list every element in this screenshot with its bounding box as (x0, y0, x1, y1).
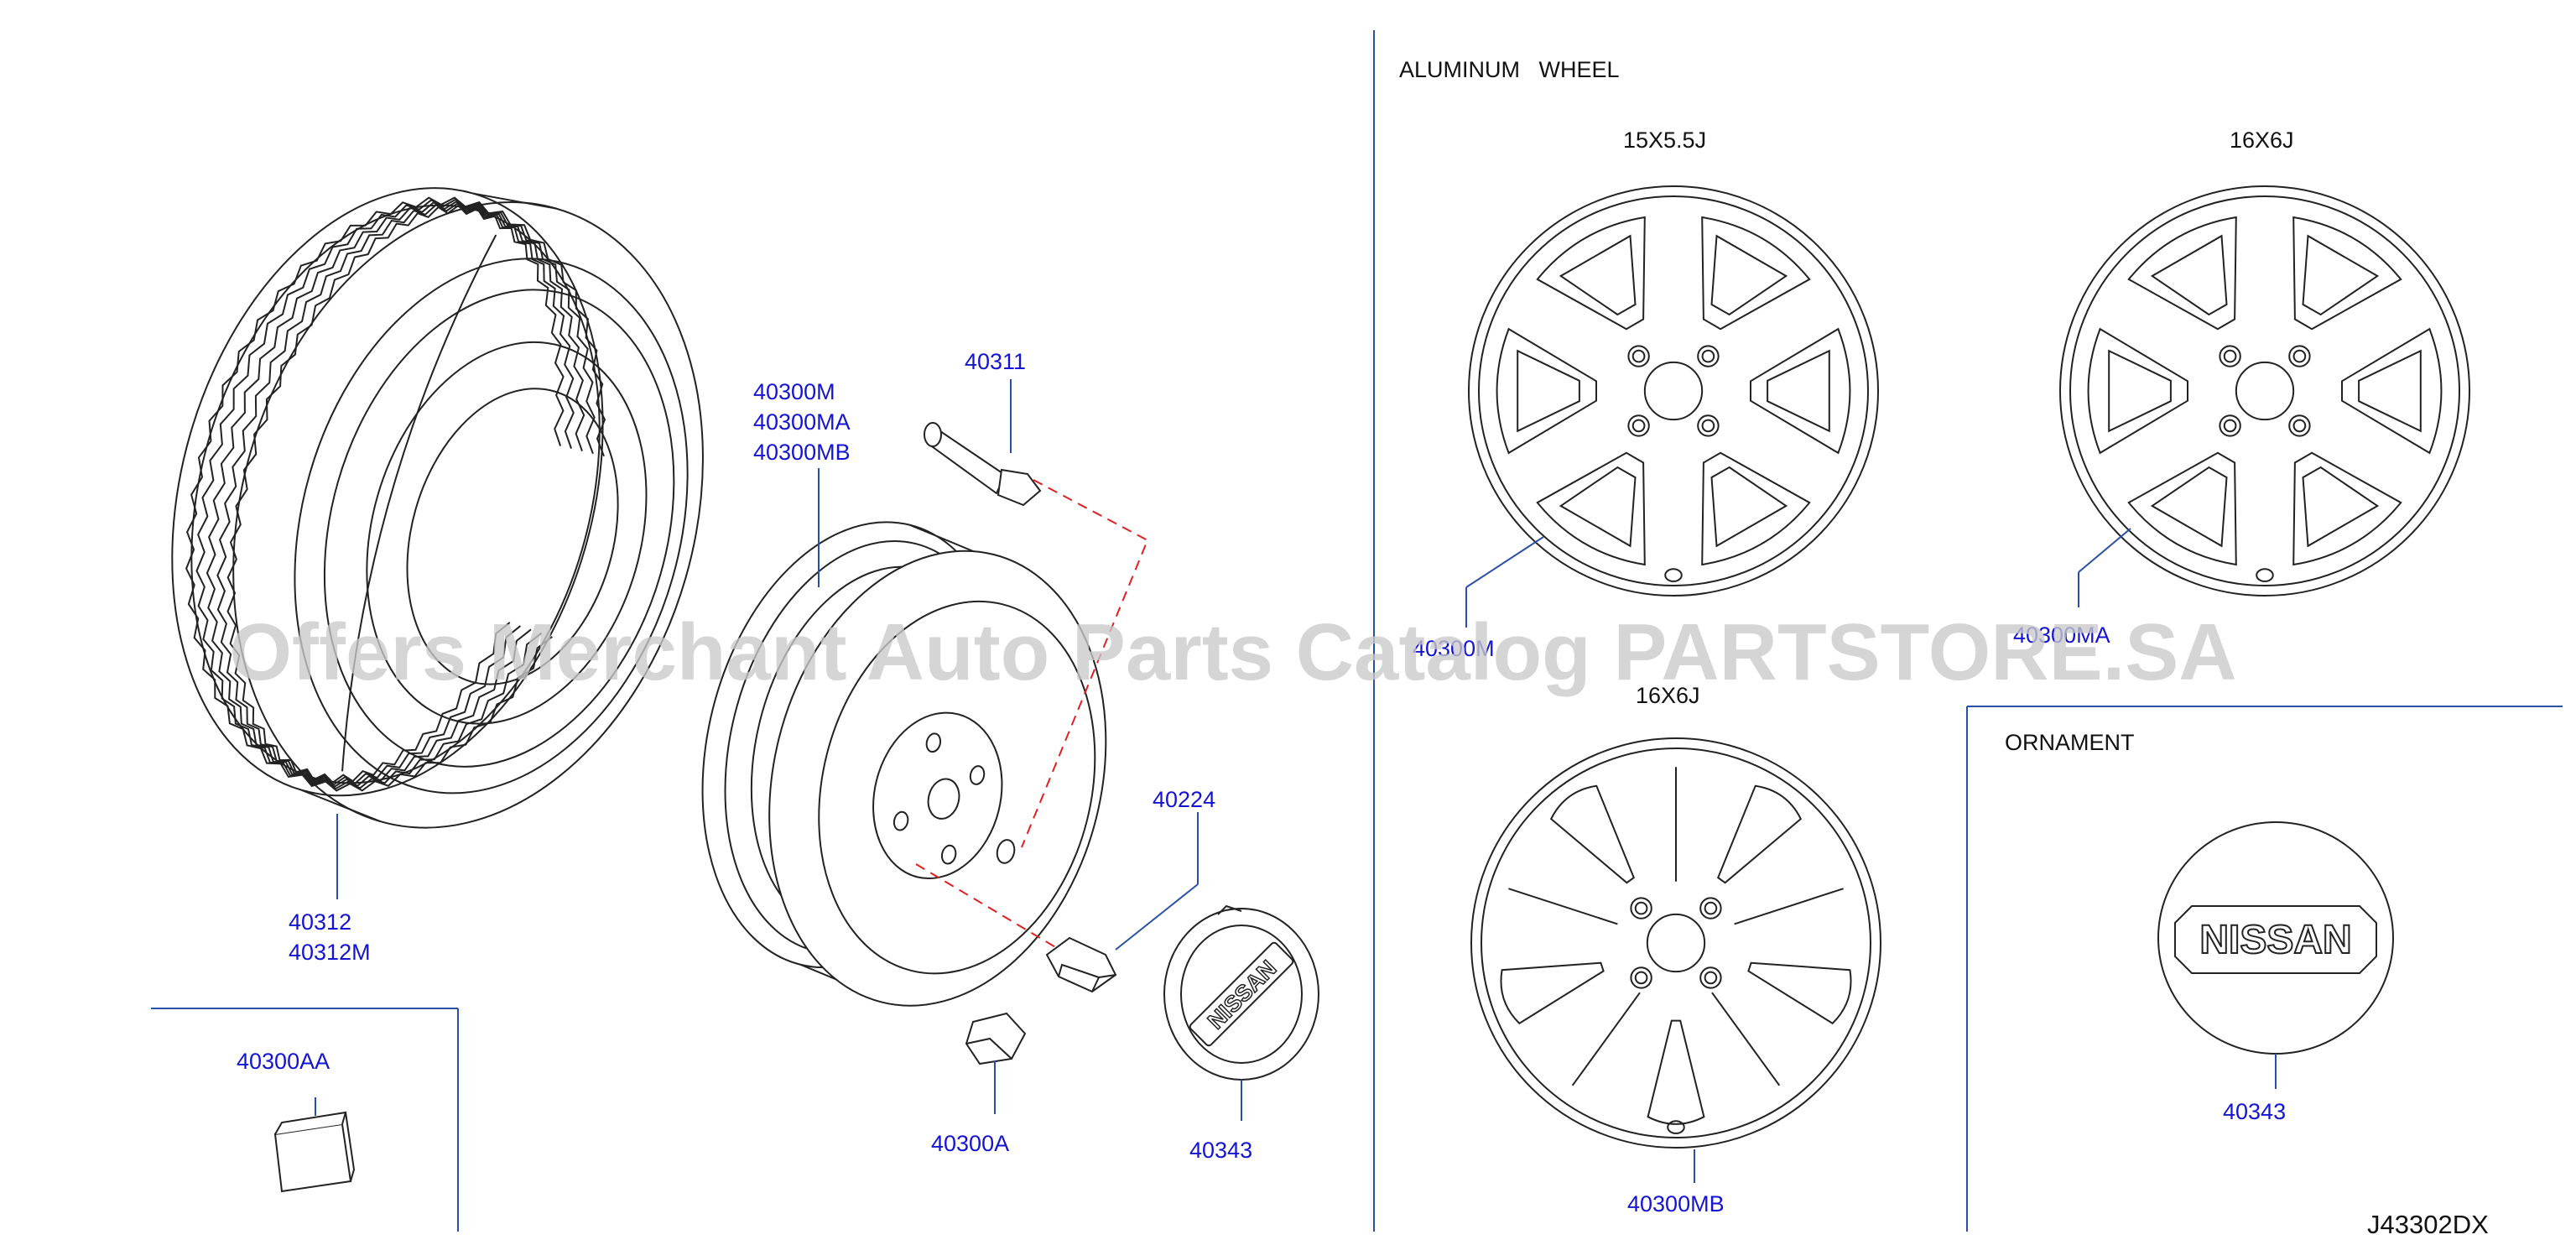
section-separators (151, 30, 2563, 1232)
part-label-40343-cap[interactable]: 40343 (1189, 1138, 1252, 1163)
tire-drawing[interactable] (102, 128, 774, 883)
part-label-40312[interactable]: 40312 (289, 909, 351, 935)
aluminum-wheel-16x6j-spoke[interactable] (1470, 737, 1881, 1149)
ornament-drawing[interactable]: NISSAN (2157, 821, 2394, 1055)
part-label-40300m-alu[interactable]: 40300M (1413, 636, 1495, 661)
diagram-code: J43302DX (2367, 1210, 2489, 1239)
aluminum-wheel-15x5.5j[interactable] (1468, 185, 1879, 596)
part-label-40311[interactable]: 40311 (965, 349, 1026, 374)
part-label-40312m[interactable]: 40312M (289, 940, 371, 965)
assembly-dashed-lines (915, 479, 1149, 949)
watermark: Offers Merchant Auto Parts Catalog PARTS… (229, 607, 2236, 697)
part-label-40300m[interactable]: 40300M (753, 379, 835, 404)
size-label-16x6j-top: 16X6J (2230, 128, 2294, 153)
valve-stem-drawing[interactable] (924, 422, 1042, 507)
wheel-weight-drawing[interactable] (965, 1012, 1027, 1065)
section-title-ornament: ORNAMENT (2005, 730, 2135, 755)
balance-weight-drawing[interactable] (273, 1111, 356, 1193)
part-label-40300mb[interactable]: 40300MB (753, 440, 851, 465)
part-label-40343-ornament[interactable]: 40343 (2223, 1099, 2286, 1124)
part-label-40300a[interactable]: 40300A (931, 1131, 1009, 1156)
steel-wheel-drawing[interactable] (654, 489, 1154, 1041)
center-cap-drawing[interactable]: NISSAN (1163, 904, 1319, 1081)
size-label-16x6j-bottom: 16X6J (1636, 683, 1700, 708)
lug-nut-drawing[interactable] (1045, 936, 1117, 993)
part-label-40300mb-alu[interactable]: 40300MB (1627, 1191, 1725, 1216)
part-label-40300ma-alu[interactable]: 40300MA (2013, 622, 2110, 648)
leader-lines (315, 379, 2277, 1183)
part-label-40300ma[interactable]: 40300MA (753, 409, 851, 435)
part-label-40300aa[interactable]: 40300AA (237, 1049, 330, 1074)
size-label-15x5.5j: 15X5.5J (1623, 128, 1706, 153)
ornament-badge-text: NISSAN (2199, 918, 2351, 962)
part-label-40224[interactable]: 40224 (1153, 787, 1215, 812)
aluminum-wheel-16x6j[interactable] (2059, 185, 2470, 596)
section-title-aluminum-wheel: ALUMINUM WHEEL (1399, 57, 1620, 82)
